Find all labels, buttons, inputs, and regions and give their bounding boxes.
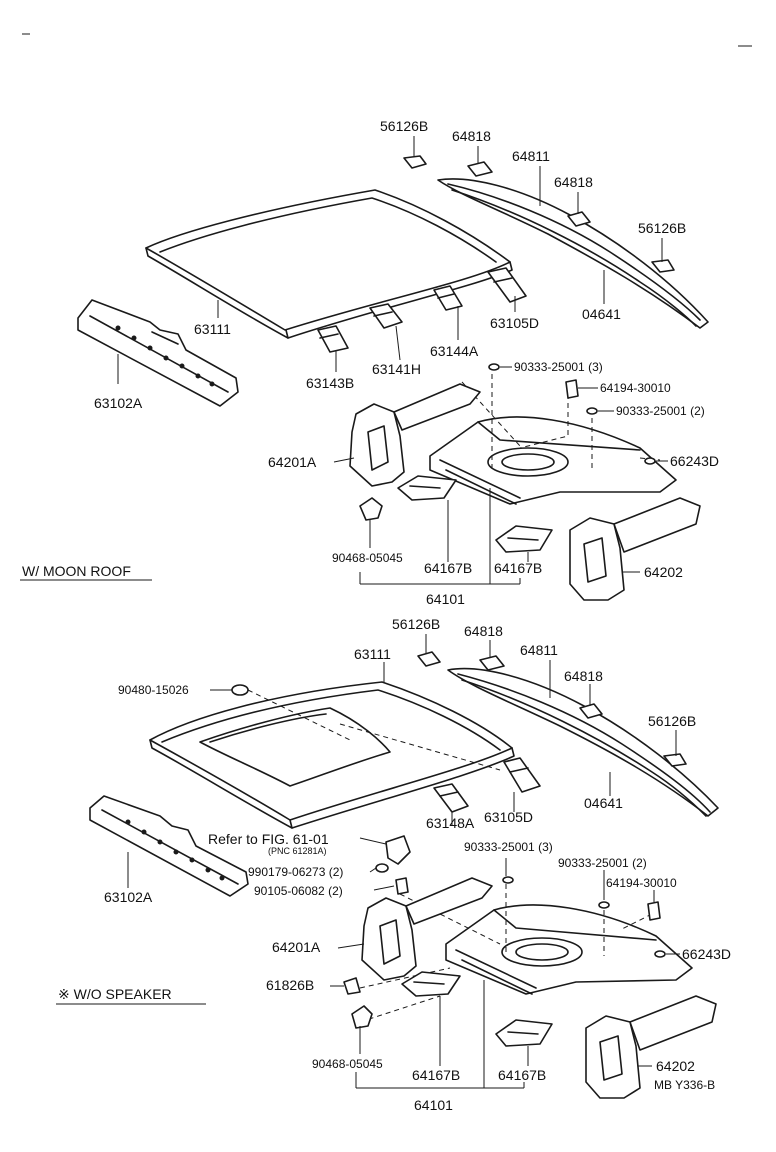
clip-61826B-bottom xyxy=(343,977,361,995)
label-61826B-bottom: 61826B xyxy=(266,977,314,993)
bolt-64194-top xyxy=(565,379,579,399)
label-63143B-top: 63143B xyxy=(306,375,354,391)
label-90333-2-bottom: 90333-25001 (2) xyxy=(558,856,647,870)
label-90468-top: 90468-05045 xyxy=(332,551,403,565)
label-63141H-top: 63141H xyxy=(372,361,421,377)
bow-63105D-bottom xyxy=(503,757,541,793)
section-title-wo-speaker: ※ W/O SPEAKER xyxy=(58,986,172,1002)
bracket-pnc-bottom xyxy=(385,835,411,865)
label-pnc-ref: (PNC 61281A) xyxy=(268,846,327,856)
section-title-moon-roof: W/ MOON ROOF xyxy=(22,563,131,579)
label-990179-bottom: 990179-06273 (2) xyxy=(248,865,343,879)
bracket-64167B-top-a xyxy=(397,475,457,501)
label-diagram-code: MB Y336-B xyxy=(654,1078,715,1092)
label-63102A-bottom: 63102A xyxy=(104,889,153,905)
bolt-64194-bottom xyxy=(647,901,661,921)
clip-56126B-bottom-b xyxy=(663,753,687,767)
label-90333-3-bottom: 90333-25001 (3) xyxy=(464,840,553,854)
clip-56126B-top-a xyxy=(403,155,427,169)
label-63144A-top: 63144A xyxy=(430,343,479,359)
label-64811-top: 64811 xyxy=(512,148,550,164)
label-90333-2-top: 90333-25001 (2) xyxy=(616,404,705,418)
rear-window-bottom xyxy=(447,667,719,817)
label-64167B-bottom-a: 64167B xyxy=(412,1067,460,1083)
bottom-assembly: 56126B 64818 63111 64811 64818 90480-150… xyxy=(56,616,731,1113)
package-tray-bottom xyxy=(445,904,693,995)
quarter-panel-64201A-bottom xyxy=(361,877,493,981)
clip-64818-bottom-b xyxy=(579,703,603,719)
bracket-64167B-bottom-a xyxy=(401,971,461,997)
label-90480-bottom: 90480-15026 xyxy=(118,683,189,697)
label-04641-bottom: 04641 xyxy=(584,795,623,811)
nut-990179-bottom xyxy=(375,863,389,873)
leaders-bottom xyxy=(127,634,680,1089)
clip-64818-bottom-a xyxy=(479,655,505,671)
label-64194-top: 64194-30010 xyxy=(600,381,671,395)
quarter-panel-64201A-top xyxy=(349,383,481,487)
label-64202-bottom: 64202 xyxy=(656,1058,695,1074)
front-header-top xyxy=(77,299,239,407)
label-56126B-bottom-a: 56126B xyxy=(392,616,440,632)
label-64202-top: 64202 xyxy=(644,564,683,580)
label-66243D-top: 66243D xyxy=(670,453,719,469)
label-64818-top-b: 64818 xyxy=(554,174,593,190)
label-90105-bottom: 90105-06082 (2) xyxy=(254,884,343,898)
grommet-66243D-top xyxy=(644,457,656,465)
label-64201A-bottom: 64201A xyxy=(272,939,321,955)
bolt-90105-bottom xyxy=(395,877,409,895)
clip-56126B-top-b xyxy=(651,259,675,273)
roof-bows-top xyxy=(317,267,527,353)
package-tray-top xyxy=(429,416,677,505)
top-assembly: 56126B 64818 64811 64818 56126B 04641 63… xyxy=(20,118,719,607)
label-66243D-bottom: 66243D xyxy=(682,946,731,962)
label-64818-bottom-b: 64818 xyxy=(564,668,603,684)
grommet-90480-bottom xyxy=(231,684,249,696)
label-63148A-bottom: 63148A xyxy=(426,815,475,831)
bow-63148A-bottom xyxy=(433,783,469,813)
scan-corner-marks xyxy=(22,33,752,47)
grommet-90333-2-top xyxy=(586,407,598,415)
label-63111-top: 63111 xyxy=(194,321,231,337)
front-header-bottom xyxy=(89,795,249,897)
label-64818-top-a: 64818 xyxy=(452,128,491,144)
label-56126B-bottom-b: 56126B xyxy=(648,713,696,729)
label-refer-fig: Refer to FIG. 61-01 xyxy=(208,831,329,847)
rear-window-top xyxy=(437,178,709,329)
label-04641-top: 04641 xyxy=(582,306,621,322)
label-63111-bottom: 63111 xyxy=(354,646,391,662)
label-64167B-top-b: 64167B xyxy=(494,560,542,576)
grommet-66243D-bottom xyxy=(654,950,666,958)
label-90468-bottom: 90468-05045 xyxy=(312,1057,383,1071)
label-64811-bottom: 64811 xyxy=(520,642,558,658)
clip-64818-top-b xyxy=(567,211,591,227)
clip-90468-bottom xyxy=(351,1005,373,1029)
clip-64818-top-a xyxy=(467,161,493,177)
grommet-90333-3-top xyxy=(488,363,500,371)
label-90333-3-top: 90333-25001 (3) xyxy=(514,360,603,374)
label-63102A-top: 63102A xyxy=(94,395,143,411)
label-64194-bottom: 64194-30010 xyxy=(606,876,677,890)
clip-90468-top xyxy=(359,497,383,521)
label-56126B-top-a: 56126B xyxy=(380,118,428,134)
label-63105D-bottom: 63105D xyxy=(484,809,533,825)
quarter-panel-64202-bottom xyxy=(585,995,717,1099)
roof-panel-top xyxy=(145,189,513,339)
label-64101-top: 64101 xyxy=(426,591,465,607)
label-64101-bottom: 64101 xyxy=(414,1097,453,1113)
quarter-panel-64202-top xyxy=(569,497,701,601)
label-64818-bottom-a: 64818 xyxy=(464,623,503,639)
label-64167B-top-a: 64167B xyxy=(424,560,472,576)
leaders-top xyxy=(117,136,668,585)
label-64201A-top: 64201A xyxy=(268,454,317,470)
grommet-90333-3-bottom xyxy=(502,876,514,884)
grommet-90333-2-bottom xyxy=(598,901,610,909)
label-64167B-bottom-b: 64167B xyxy=(498,1067,546,1083)
label-63105D-top: 63105D xyxy=(490,315,539,331)
label-56126B-top-b: 56126B xyxy=(638,220,686,236)
roof-panel-bottom xyxy=(149,681,515,829)
clip-56126B-bottom-a xyxy=(417,651,441,667)
